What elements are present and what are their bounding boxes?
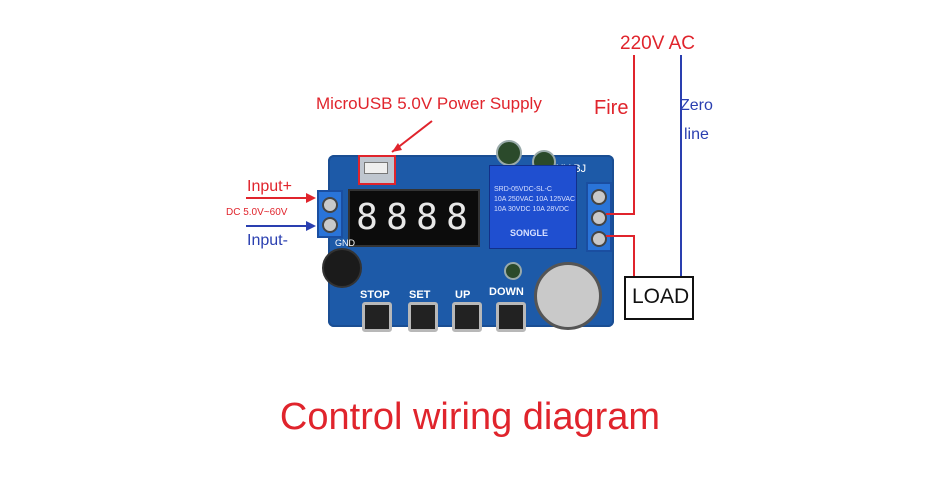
stop-button-label: STOP <box>360 289 390 301</box>
relay-text: 10A 250VAC 10A 125VAC <box>494 196 576 203</box>
capacitor <box>504 262 522 280</box>
down-button[interactable] <box>496 302 526 332</box>
zero-line-label-1: Zero <box>680 97 713 114</box>
live-wire <box>606 55 635 215</box>
zero-line-label-2: line <box>684 126 709 143</box>
usb-arrowhead <box>392 143 402 152</box>
relay-brand: SONGLE <box>510 228 549 238</box>
relay: SRD-05VDC-SL-C 10A 250VAC 10A 125VAC 10A… <box>489 165 577 249</box>
input-minus-label: Input- <box>247 232 288 249</box>
down-button-label: DOWN <box>489 286 524 298</box>
buzzer <box>322 248 362 288</box>
coin-battery <box>534 262 602 330</box>
stop-button[interactable] <box>362 302 392 332</box>
display-digit: 8 <box>356 197 378 238</box>
ac-voltage-label: 220V AC <box>620 33 695 54</box>
up-button-label: UP <box>455 289 471 301</box>
set-button-label: SET <box>409 289 431 301</box>
input-minus-arrowhead <box>306 221 316 231</box>
microusb-label: MicroUSB 5.0V Power Supply <box>316 94 542 113</box>
display-digit: 8 <box>446 197 468 238</box>
display-digit: 8 <box>386 197 408 238</box>
input-plus-arrowhead <box>306 193 316 203</box>
diagram-title: Control wiring diagram <box>279 396 661 438</box>
input-plus-label: Input+ <box>247 178 292 195</box>
fire-label: Fire <box>594 97 629 119</box>
input-terminal-block <box>317 190 343 238</box>
led-display: 8 8 8 8 <box>348 189 480 247</box>
output-terminal-block <box>586 182 612 252</box>
display-digit: 8 <box>416 197 438 238</box>
load-box: LOAD <box>624 276 694 320</box>
set-button[interactable] <box>408 302 438 332</box>
microusb-port-inner <box>364 162 388 174</box>
load-label: LOAD <box>632 285 690 308</box>
load-wire <box>606 235 635 276</box>
dc-range-label: DC 5.0V~60V <box>226 207 288 218</box>
up-button[interactable] <box>452 302 482 332</box>
relay-text: SRD-05VDC-SL-C <box>494 186 552 193</box>
relay-text: 10A 30VDC 10A 28VDC <box>494 206 570 213</box>
gnd-label: GND <box>335 238 355 248</box>
